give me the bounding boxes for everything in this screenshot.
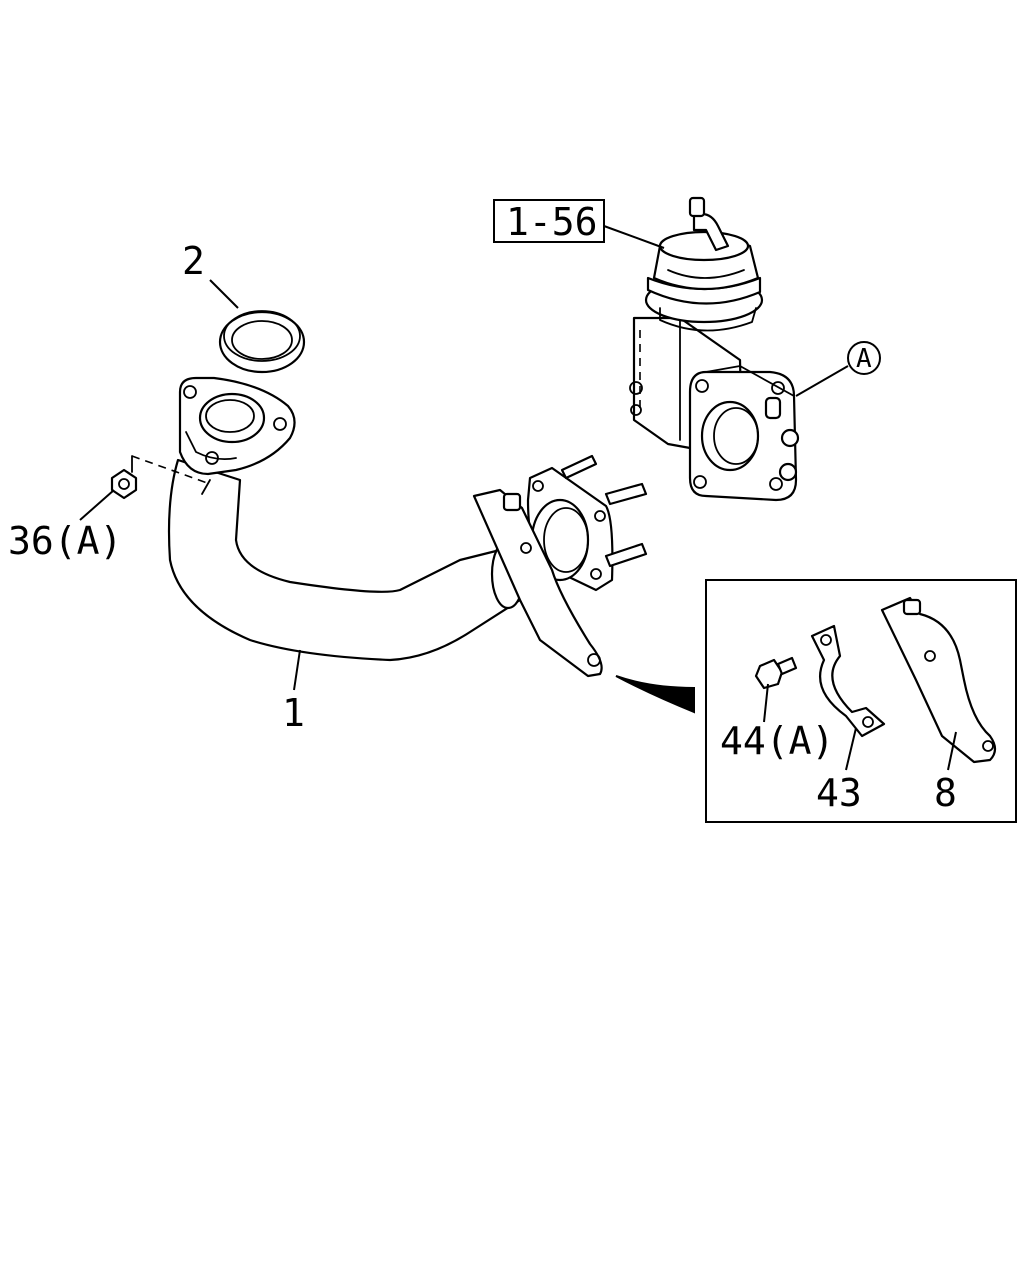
callout-clamp: 43: [816, 771, 862, 815]
leader-ref: [603, 225, 665, 249]
callout-nut: 36(A): [8, 519, 122, 563]
leader-ref-a: [795, 365, 849, 397]
leader-pipe: [293, 649, 301, 691]
callout-bolt: 44(A): [720, 719, 834, 763]
callout-ref-a: A: [856, 344, 872, 374]
exhaust-brake-unit: [629, 196, 800, 502]
detail-inset: 44(A) 43 8: [705, 579, 1017, 823]
callout-gasket: 2: [182, 239, 205, 283]
callout-exhaust-pipe: 1: [282, 691, 305, 735]
callout-ref-1-56: 1-56: [506, 200, 598, 244]
reference-circle-a: A: [847, 341, 881, 375]
leader-nut: [79, 489, 115, 521]
bracket-detail: [880, 596, 997, 764]
exhaust-pipe: [167, 376, 648, 678]
callout-bracket: 8: [934, 771, 957, 815]
leader-gasket: [209, 279, 239, 309]
reference-box: 1-56: [493, 199, 605, 244]
gasket-ring: [218, 310, 306, 374]
clamp: [810, 624, 886, 738]
bolt: [754, 656, 798, 690]
detail-pointer-arrow: [615, 675, 695, 714]
nut: [110, 455, 211, 500]
